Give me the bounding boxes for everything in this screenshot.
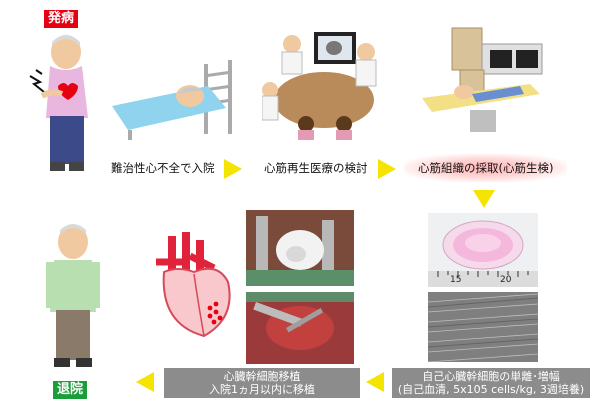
step4-line2: (自己血清, 5x105 cells/kg, 3週培養): [397, 383, 585, 396]
step5-line2: 入院1ヵ月以内に移植: [209, 383, 315, 396]
surgery-photo-icon: [246, 210, 354, 286]
arrow-left-icon: [366, 372, 384, 392]
arrow-down-icon: [473, 190, 495, 208]
hospital-bed-icon: [112, 60, 233, 140]
ruler-tick-a: 15: [450, 275, 462, 285]
step1-caption: 難治性心不全で入院: [111, 161, 215, 175]
step4-line1: 自己心臓幹細胞の単離･増幅: [422, 370, 560, 383]
arrow-right-icon: [224, 159, 242, 179]
cell-culture-icon: [428, 292, 538, 362]
heart-illustration-icon: [156, 232, 231, 338]
onset-tag: 発病: [44, 10, 79, 28]
mri-scanner-icon: [422, 27, 543, 132]
step5-caption: 心臓幹細胞移植 入院1ヵ月以内に移植: [164, 368, 360, 398]
arrow-left-icon: [136, 372, 154, 392]
healthy-man-icon: [46, 224, 100, 367]
discharge-tag: 退院: [53, 381, 88, 399]
sick-man-icon: [29, 35, 88, 171]
step3-caption: 心筋組織の採取(心筋生検): [404, 154, 568, 182]
step2-caption: 心筋再生医療の検討: [264, 161, 368, 175]
step5-line1: 心臓幹細胞移植: [223, 370, 301, 383]
ruler-tick-b: 20: [500, 275, 512, 285]
petri-dish-icon: [428, 213, 538, 287]
doctors-meeting-icon: [262, 32, 377, 140]
arrow-right-icon: [378, 159, 396, 179]
surgery-photo-icon: [246, 292, 354, 364]
step4-caption: 自己心臓幹細胞の単離･増幅 (自己血清, 5x105 cells/kg, 3週培…: [392, 368, 590, 398]
